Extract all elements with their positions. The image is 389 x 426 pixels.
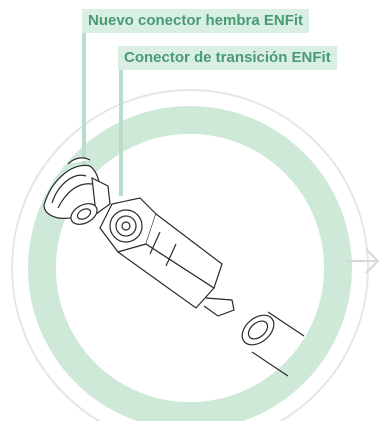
transition-connector-drawing [99,197,235,317]
chevron-right-arrow-icon [346,248,380,274]
green-ring [28,106,352,426]
tube-end-drawing [241,311,305,377]
outer-ring [11,89,369,426]
label-transition-connector: Conector de transición ENFit [118,46,337,70]
label-female-connector: Nuevo conector hembra ENFit [82,9,310,33]
female-connector-drawing [43,157,111,225]
